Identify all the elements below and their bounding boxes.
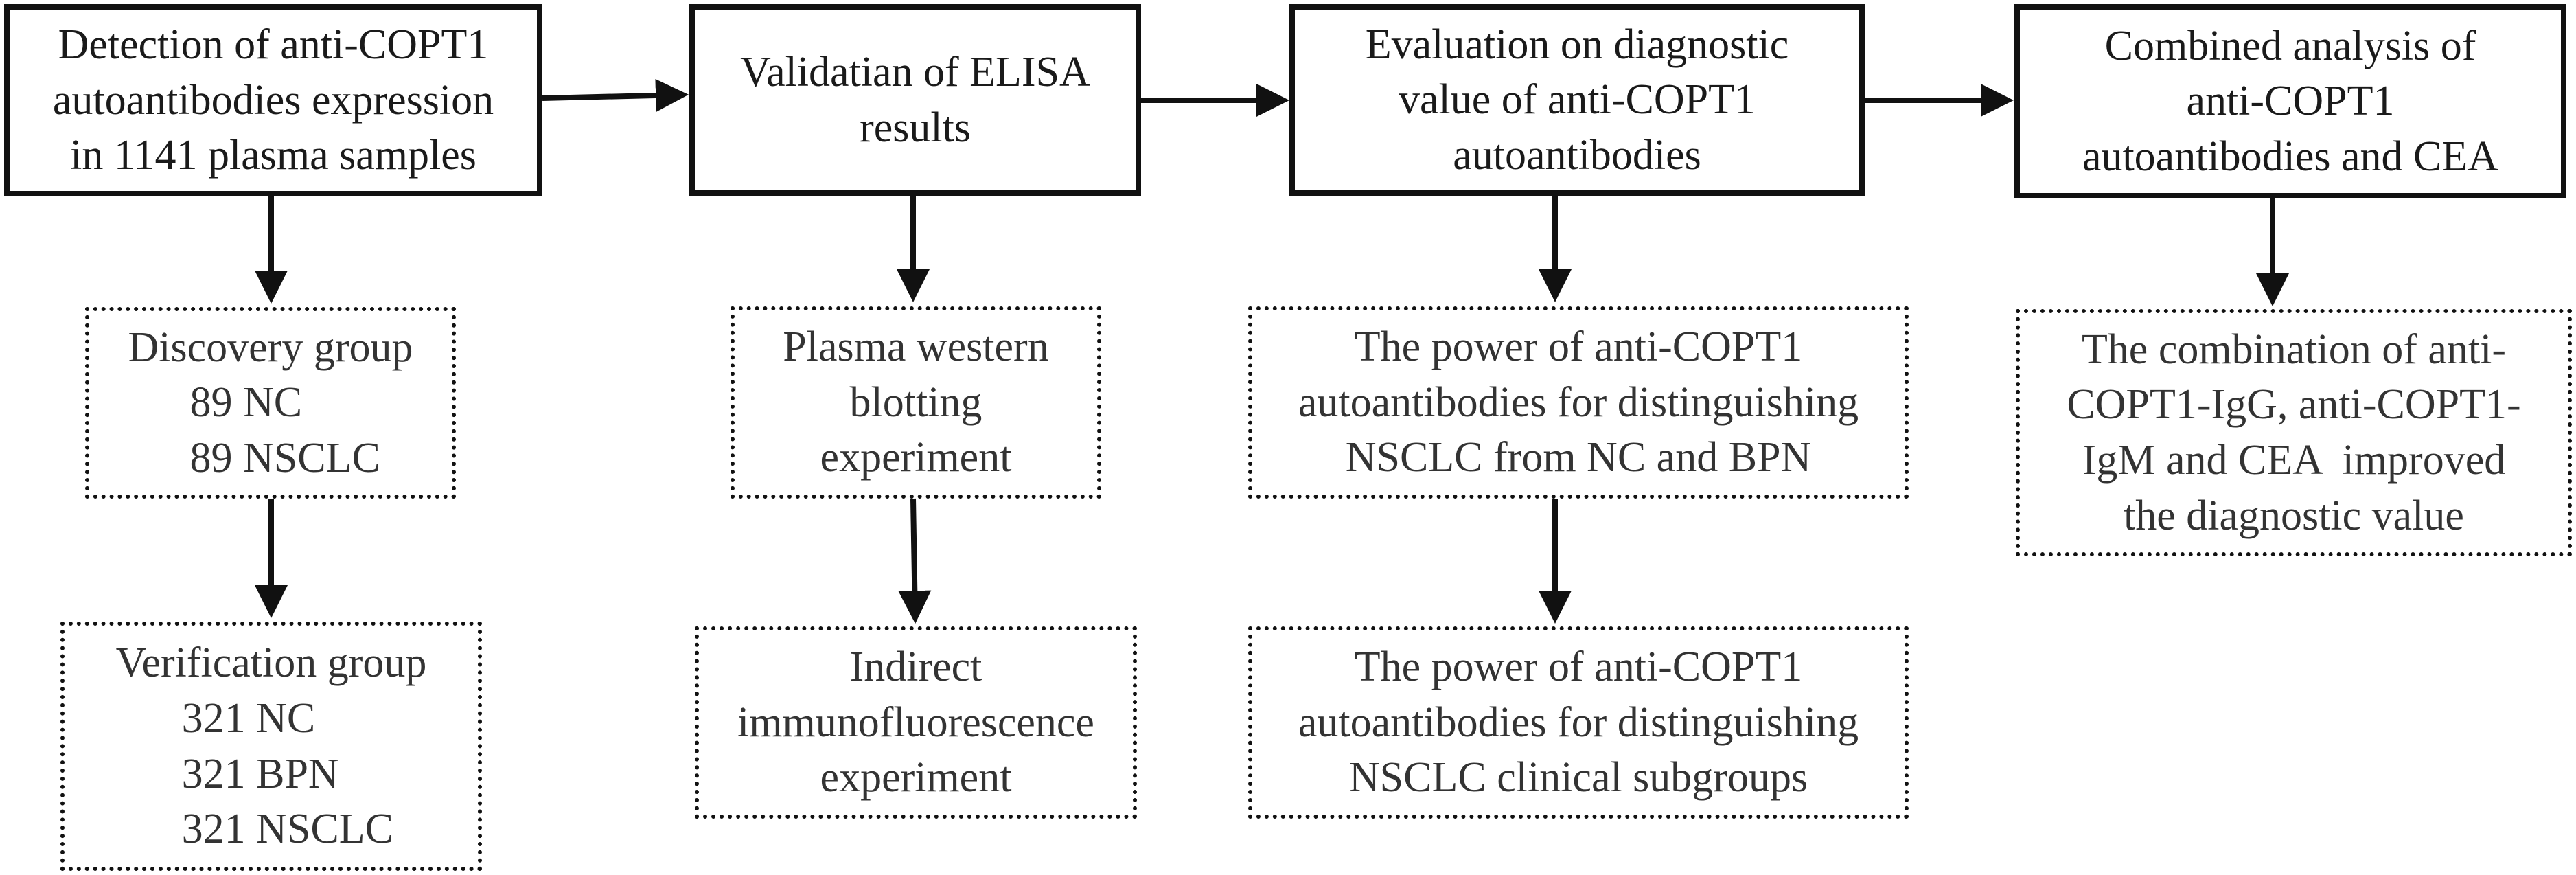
- arrow-western-to-immuno: [898, 498, 932, 624]
- step-combined-box: Combined analysis of anti-COPT1 autoanti…: [2014, 4, 2566, 198]
- discovery-group-box: Discovery group 89 NC 89 NSCLC: [85, 307, 456, 499]
- step-combined-line-1: Combined analysis of: [2104, 22, 2476, 69]
- combination-line-1: The combination of anti-: [2081, 326, 2507, 373]
- step-detection-line-1: Detection of anti-COPT1: [58, 21, 489, 69]
- verification-group-item: 321 NC: [181, 694, 316, 742]
- verification-group-title: Verification group: [115, 639, 427, 687]
- verification-group-item: 321 BPN: [181, 750, 339, 797]
- immunofluorescence-line-2: immunofluorescence: [737, 698, 1094, 746]
- immunofluorescence-line-3: experiment: [820, 754, 1012, 802]
- verification-group-box: Verification group 321 NC 321 BPN 321 NS…: [60, 622, 482, 871]
- western-blot-line-1: Plasma western: [783, 323, 1049, 371]
- combination-line-4: the diagnostic value: [2124, 492, 2464, 539]
- step-validation-line-2: results: [860, 104, 971, 151]
- power-subgroups-line-3: NSCLC clinical subgroups: [1348, 754, 1808, 802]
- step-validation-box: Validatian of ELISA results: [689, 4, 1141, 196]
- combination-line-2: COPT1-IgG, anti-COPT1-: [2067, 381, 2521, 429]
- discovery-group-item: 89 NC: [189, 379, 303, 427]
- step-detection-line-3: in 1141 plasma samples: [70, 132, 476, 179]
- step-combined-line-2: anti-COPT1: [2186, 78, 2395, 125]
- immunofluorescence-line-1: Indirect: [849, 644, 982, 691]
- western-blot-box: Plasma western blotting experiment: [731, 306, 1101, 499]
- verification-group-item: 321 NSCLC: [181, 806, 393, 853]
- step-evaluation-box: Evaluation on diagnostic value of anti-C…: [1289, 4, 1865, 196]
- step-evaluation-line-3: autoantibodies: [1453, 131, 1701, 179]
- combination-line-3: IgM and CEA improved: [2082, 437, 2506, 484]
- discovery-group-item: 89 NSCLC: [189, 434, 380, 481]
- discovery-group-title: Discovery group: [128, 323, 413, 371]
- step-combined-line-3: autoantibodies and CEA: [2082, 133, 2499, 180]
- power-nc-bpn-line-1: The power of anti-COPT1: [1354, 323, 1803, 371]
- step-detection-line-2: autoantibodies expression: [52, 76, 494, 124]
- step-detection-box: Detection of anti-COPT1 autoantibodies e…: [4, 4, 542, 196]
- step-validation-line-1: Validatian of ELISA: [740, 48, 1090, 95]
- power-nc-bpn-line-3: NSCLC from NC and BPN: [1345, 434, 1812, 481]
- combination-box: The combination of anti- COPT1-IgG, anti…: [2016, 309, 2572, 556]
- step-evaluation-line-2: value of anti-COPT1: [1398, 76, 1756, 124]
- immunofluorescence-box: Indirect immunofluorescence experiment: [695, 626, 1137, 819]
- step-evaluation-line-1: Evaluation on diagnostic: [1365, 21, 1789, 68]
- western-blot-line-2: blotting: [849, 378, 982, 426]
- power-nc-bpn-line-2: autoantibodies for distinguishing: [1298, 378, 1859, 426]
- arrow-step1-to-step2: [542, 78, 689, 112]
- power-subgroups-box: The power of anti-COPT1 autoantibodies f…: [1248, 626, 1909, 819]
- western-blot-line-3: experiment: [820, 434, 1012, 481]
- power-subgroups-line-1: The power of anti-COPT1: [1354, 644, 1803, 691]
- power-nc-bpn-box: The power of anti-COPT1 autoantibodies f…: [1248, 306, 1909, 499]
- power-subgroups-line-2: autoantibodies for distinguishing: [1298, 698, 1859, 746]
